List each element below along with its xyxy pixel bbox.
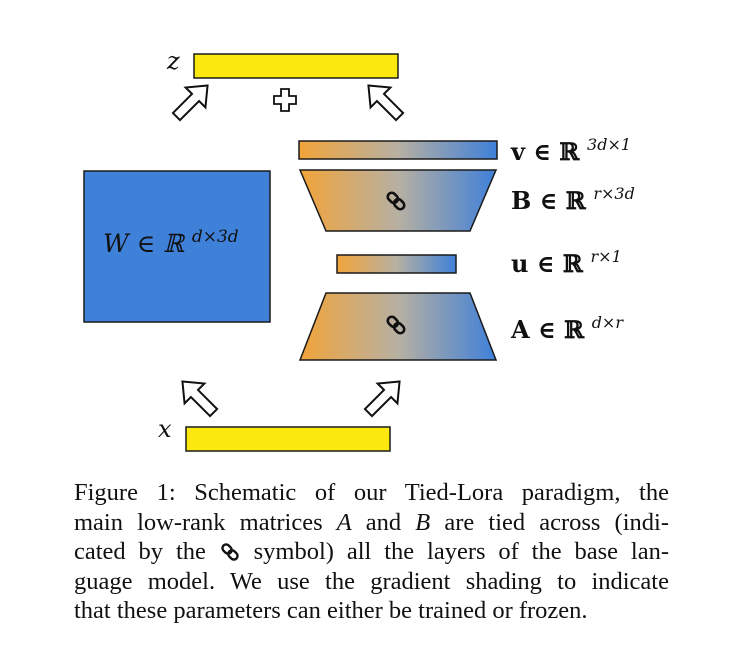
a-matrix-trapezoid	[298, 292, 498, 361]
z-output-bar	[193, 53, 399, 79]
plus-outline-icon	[273, 88, 297, 112]
a-label: A ∈ ℝ d×r	[510, 313, 624, 344]
caption-matrix-a: A	[336, 508, 352, 536]
caption-matrix-b: B	[415, 508, 431, 536]
tied-lora-diagram: z W ∈ ℝ d×3d v ∈ ℝ 3d×1 B ∈ ℝ r×3d u ∈ ℝ…	[83, 47, 635, 452]
u-vector-bar	[336, 254, 457, 274]
caption-line-2: main low-rank matrices A and B are tied …	[74, 508, 669, 536]
arrow-w-to-z-icon	[171, 84, 209, 122]
chain-link-icon	[219, 543, 241, 561]
arrow-lora-to-z-icon	[367, 84, 405, 122]
z-label: z	[166, 47, 180, 75]
v-label: v ∈ ℝ 3d×1	[510, 135, 631, 166]
caption-line-4: guage model. We use the gradient shading…	[74, 567, 669, 595]
arrow-x-to-w-icon	[181, 380, 219, 418]
w-base-weight-block	[83, 170, 271, 323]
caption-line-3: cated by the symbol) all the layers of t…	[74, 538, 669, 565]
w-label: W ∈ ℝ d×3d	[103, 227, 239, 258]
u-label: u ∈ ℝ r×1	[511, 247, 622, 278]
caption-line-1: Figure 1: Schematic of our Tied-Lora par…	[74, 479, 669, 506]
caption-line-5: that these parameters can either be trai…	[74, 597, 588, 624]
x-label: x	[158, 415, 172, 443]
arrow-x-to-lora-icon	[363, 380, 401, 418]
figure-caption: Figure 1: Schematic of our Tied-Lora par…	[74, 478, 669, 626]
x-input-bar	[185, 426, 391, 452]
v-vector-bar	[298, 140, 498, 160]
b-label: B ∈ ℝ r×3d	[511, 184, 635, 215]
